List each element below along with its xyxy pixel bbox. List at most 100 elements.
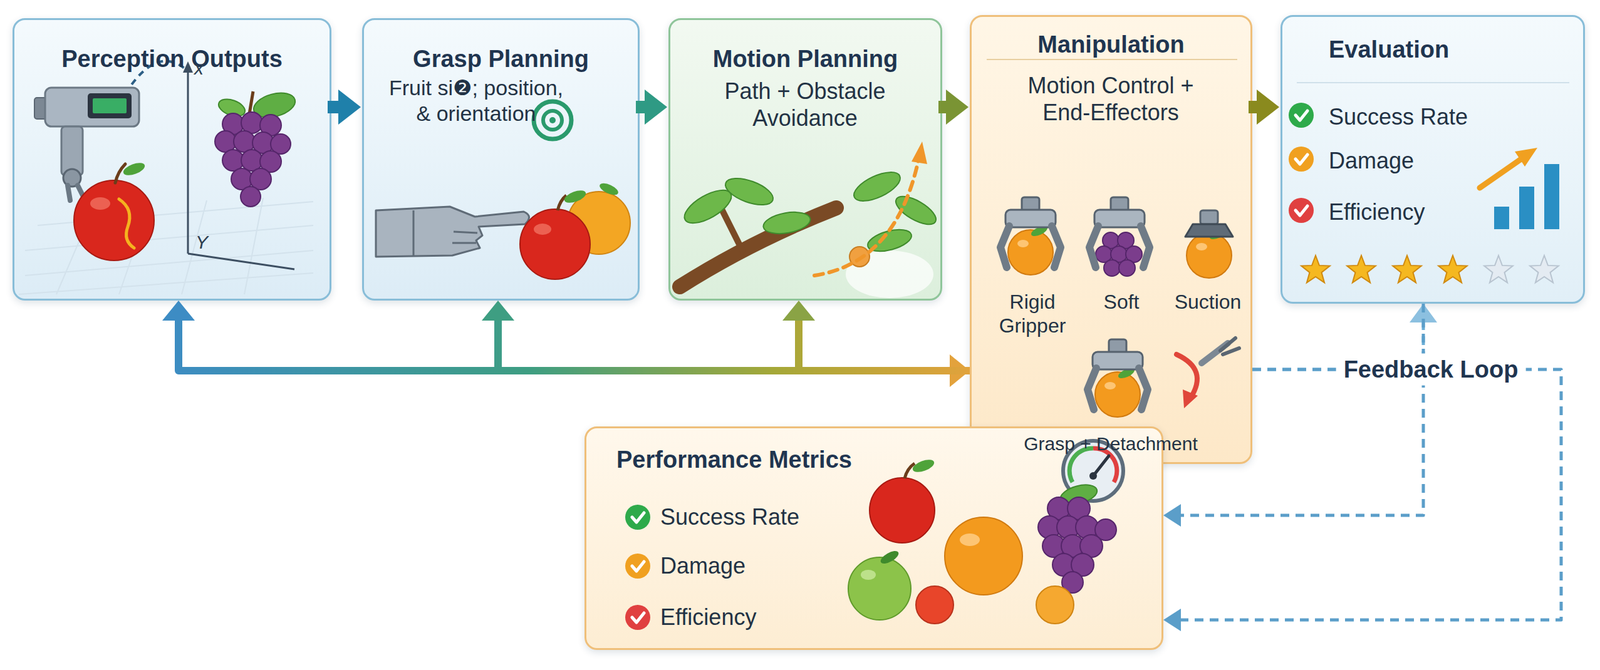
metrics-illustration	[1052, 553, 1076, 577]
metrics-illustration	[1061, 571, 1084, 594]
end-effector-illustration	[1103, 259, 1121, 277]
metrics-illustration	[632, 561, 645, 572]
arrow-head	[481, 300, 515, 321]
motion-illustration	[761, 209, 812, 238]
process-box: Perception Outputs	[12, 18, 332, 301]
node-text: Grasp + Detachment	[985, 432, 1237, 456]
motion-illustration	[722, 172, 777, 210]
metrics-illustration	[1042, 535, 1065, 558]
evaluation-illustration	[1484, 255, 1559, 283]
perception-illustration	[252, 132, 274, 154]
motion-illustration	[679, 166, 941, 256]
node-text: Efficiency	[1328, 198, 1505, 226]
grasp-illustration	[413, 210, 478, 257]
evaluation-illustration	[1438, 255, 1468, 283]
perception-illustration	[182, 61, 193, 73]
evaluation-illustration	[1295, 206, 1308, 216]
metrics-illustration	[1067, 497, 1091, 520]
node-text: Success Rate	[660, 503, 849, 531]
metrics-illustration	[1047, 497, 1071, 520]
node-text: Fruit si❷; position, & orientation	[382, 75, 571, 127]
grasp-illustration	[375, 206, 530, 257]
motion-illustration	[814, 160, 919, 276]
perception-illustration	[67, 185, 84, 201]
grasp-illustration	[549, 117, 556, 124]
perception-illustration	[18, 61, 314, 295]
grasp-illustration	[543, 110, 562, 130]
motion-illustration	[679, 141, 941, 299]
metrics-illustration	[1075, 516, 1099, 539]
connector	[1163, 303, 1424, 527]
grasp-illustration	[562, 187, 588, 205]
motion-illustration	[850, 166, 905, 208]
edge-label: Feedback Loop	[1336, 353, 1527, 386]
perception-illustration	[231, 168, 253, 190]
perception-illustration	[121, 160, 146, 178]
perception-illustration	[249, 91, 254, 115]
metrics-illustration	[625, 553, 651, 579]
metrics-illustration	[904, 463, 915, 479]
metrics-illustration	[1093, 456, 1109, 477]
perception-illustration	[241, 149, 263, 172]
metrics-illustration	[860, 570, 876, 581]
arrow-head	[644, 89, 668, 125]
metrics-illustration	[944, 517, 1023, 596]
perception-illustration	[73, 180, 155, 261]
arrow-head	[162, 300, 195, 321]
connector-line	[498, 314, 970, 371]
metrics-illustration	[1080, 535, 1103, 558]
axis-label: x	[194, 57, 204, 79]
connector	[162, 300, 970, 388]
connector	[327, 89, 361, 125]
metrics-illustration	[625, 605, 651, 631]
metrics-illustration	[1038, 516, 1061, 539]
evaluation-illustration	[1288, 82, 1570, 283]
node-text: Path + Obstacle Avoidance	[698, 77, 912, 132]
node-text: Efficiency	[660, 603, 849, 631]
process-box: ManipulationMotion Control + End-Effecto…	[969, 15, 1253, 465]
evaluation-illustration	[1544, 164, 1560, 230]
metrics-illustration	[959, 533, 980, 547]
end-effector-illustration	[1110, 246, 1128, 263]
metrics-illustration	[632, 613, 645, 623]
perception-illustration	[115, 164, 126, 183]
perception-illustration	[250, 88, 298, 122]
node-text: Damage	[660, 552, 849, 580]
end-effector-illustration	[986, 58, 1238, 61]
node-title: Evaluation	[1328, 35, 1567, 65]
grasp-illustration	[533, 223, 552, 235]
end-effector-illustration	[1102, 232, 1119, 249]
end-effector-illustration	[986, 59, 1240, 418]
end-effector-illustration	[1200, 210, 1218, 225]
end-effector-illustration	[1182, 389, 1198, 409]
node-text: Success Rate	[1328, 103, 1505, 131]
metrics-illustration	[910, 457, 936, 475]
perception-illustration	[119, 199, 135, 249]
evaluation-illustration	[1301, 255, 1468, 283]
perception-illustration	[90, 197, 111, 210]
perception-illustration	[241, 112, 263, 134]
metrics-illustration	[625, 504, 651, 530]
end-effector-illustration	[1186, 227, 1232, 279]
connector-line	[1175, 303, 1424, 516]
evaluation-illustration	[1514, 147, 1538, 167]
node-title: Perception Outputs	[14, 45, 330, 74]
connector-line	[798, 314, 970, 371]
metrics-illustration	[1093, 448, 1117, 483]
evaluation-illustration	[1288, 146, 1314, 172]
perception-illustration	[249, 168, 272, 190]
grasp-illustration	[557, 195, 567, 211]
connector-line	[178, 314, 956, 371]
motion-illustration	[679, 183, 737, 230]
end-effector-illustration	[1176, 354, 1198, 399]
metrics-illustration	[1038, 497, 1117, 594]
perception-illustration	[61, 126, 83, 176]
end-effector-illustration	[1185, 224, 1233, 237]
evaluation-illustration	[1346, 255, 1376, 283]
evaluation-illustration	[1301, 255, 1330, 283]
perception-illustration	[222, 149, 244, 172]
node-text: Motion Control + End-Effectors	[1004, 72, 1218, 126]
metrics-illustration	[632, 513, 645, 523]
end-effector-illustration	[1117, 232, 1134, 249]
